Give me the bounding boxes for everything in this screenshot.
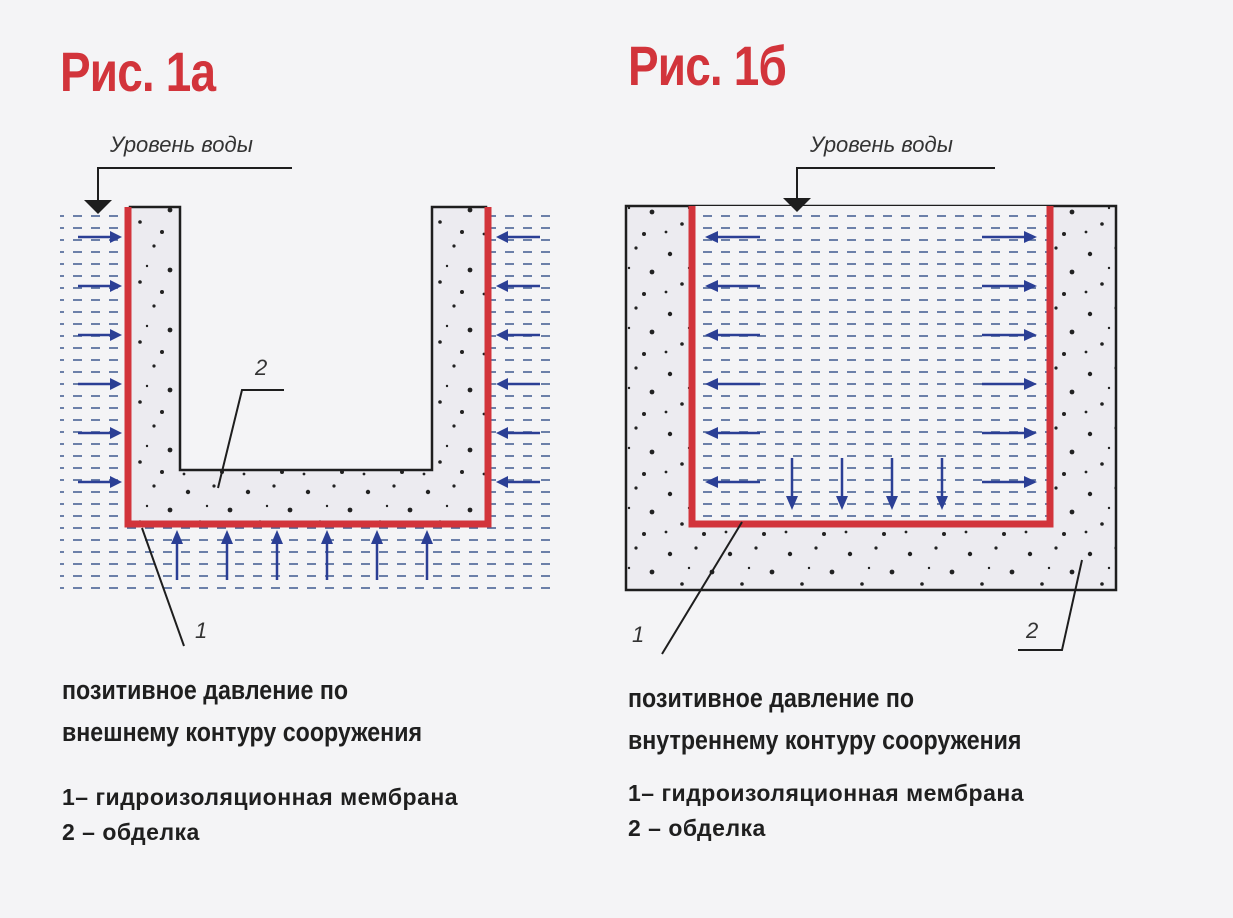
water-level-leader [97,167,292,200]
water-level-label: Уровень воды [109,132,253,157]
figure-1b: Рис. 1б [616,0,1232,918]
water-level-label: Уровень воды [809,132,953,157]
callout-2-label: 2 [254,355,267,380]
caption-line-1: позитивное давление по [62,675,349,705]
legend-item-1: 1– гидроизоляционная мембрана [628,780,1025,806]
callout-1-label: 1 [632,622,644,647]
callout-1-leader [661,521,743,655]
membrane [124,207,492,528]
pressure-arrows-bottom [786,458,948,510]
caption-line-2: внутреннему контуру сооружения [628,724,1022,755]
figure-1a: Рис. 1а [0,0,616,918]
pressure-arrows-left [78,231,122,488]
figure-legend: 1– гидроизоляционная мембрана 2 – обделк… [628,776,1024,845]
figure-title: Рис. 1б [628,34,787,97]
legend-item-2: 2 – обделка [62,818,200,845]
pressure-arrows-right [982,231,1037,488]
water-level-marker [84,200,112,214]
water-level-leader [796,167,995,198]
figure-legend: 1– гидроизоляционная мембрана 2 – обделк… [62,780,458,849]
pressure-arrows-left [705,231,760,488]
figure-caption: позитивное давление по внутреннему конту… [628,678,1021,762]
figure-title: Рис. 1а [60,40,216,103]
callout-2-label: 2 [1025,618,1038,643]
callout-2-leader [217,389,284,489]
caption-line-2: внешнему контуру сооружения [62,716,423,747]
diagram-1b: 1 2 Уровень воды [624,132,1118,655]
callout-1-label: 1 [195,618,207,643]
legend-item-2: 2 – обделка [628,814,766,841]
caption-line-1: позитивное давление по [628,683,915,713]
water-level-marker [783,198,811,212]
callout-1-leader [141,527,185,647]
legend-item-1: 1– гидроизоляционная мембрана [62,784,459,810]
pressure-arrows-bottom [171,530,433,580]
pressure-arrows-right [496,231,540,488]
callout-2-leader [1018,559,1083,651]
diagram-1a: 2 1 Уровень воды [60,132,550,647]
membrane [688,206,1054,528]
figure-caption: позитивное давление по внешнему контуру … [62,670,422,754]
